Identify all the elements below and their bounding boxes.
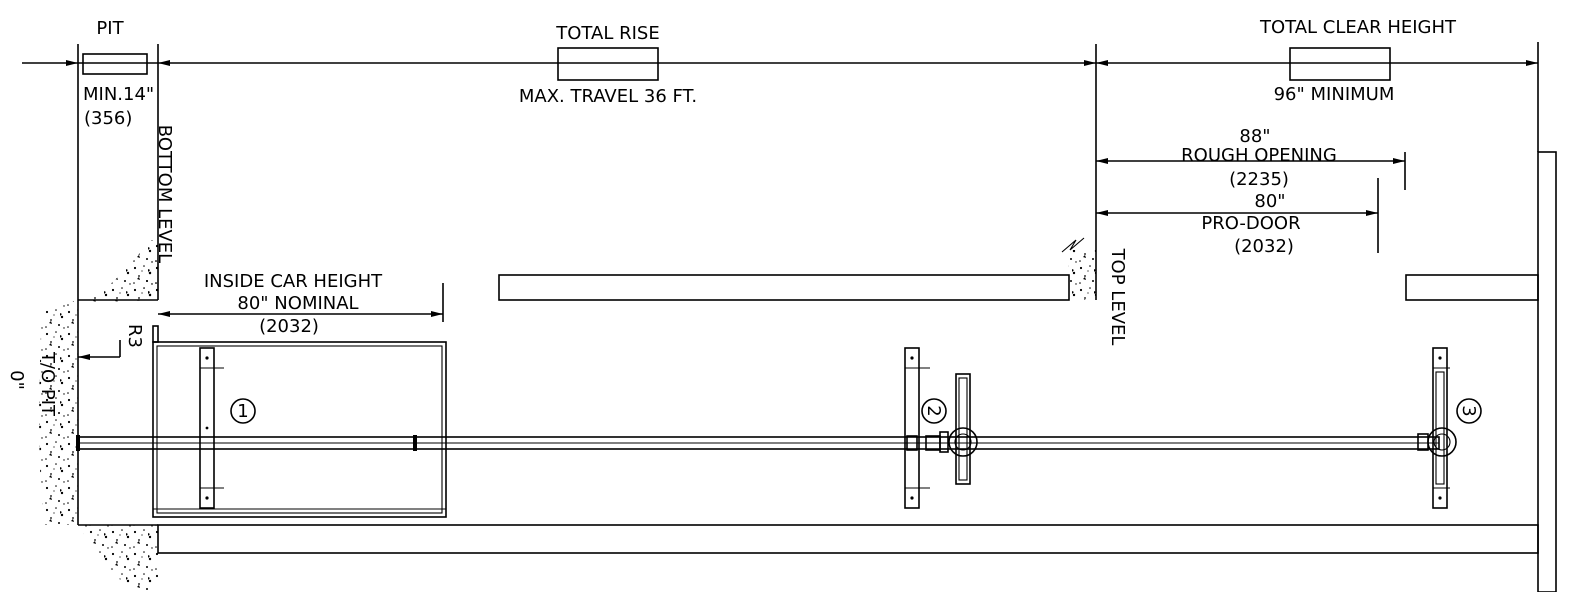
pit-label: PIT xyxy=(96,18,124,39)
opening-dimensions xyxy=(1096,152,1406,253)
callout-1-circle xyxy=(230,398,256,424)
total-rise-label: TOTAL RISE xyxy=(555,23,659,44)
right-wall xyxy=(1537,151,1557,592)
callout-3-label: 3 xyxy=(1458,405,1479,416)
total-clear-height-label: TOTAL CLEAR HEIGHT xyxy=(1259,17,1457,38)
end-assembly xyxy=(1417,347,1457,509)
max-travel-value: MAX. TRAVEL 36 FT. xyxy=(519,86,697,107)
pro-door-label: PRO-DOOR xyxy=(1201,213,1300,234)
drive-assembly xyxy=(904,347,978,509)
lower-floor-slab xyxy=(157,524,1539,554)
pro-door-metric: (2032) xyxy=(1234,236,1294,257)
pit-level-value: 0" xyxy=(6,370,27,390)
upper-right-slab xyxy=(1405,274,1539,301)
callouts: 1 2 3 xyxy=(230,398,1482,424)
pit-metric: (356) xyxy=(84,108,132,129)
callout-1-label: 1 xyxy=(237,401,248,422)
top-level-label: TOP LEVEL xyxy=(1107,248,1128,346)
rough-opening-value: 88" xyxy=(1239,126,1270,147)
inside-car-height-label: INSIDE CAR HEIGHT xyxy=(204,271,383,292)
guide-rail xyxy=(76,435,1440,451)
pit-min-value: MIN.14" xyxy=(83,84,154,105)
top-dimension-line xyxy=(22,47,1538,81)
bottom-level-label: BOTTOM LEVEL xyxy=(154,125,175,263)
slab-hatching xyxy=(157,151,1557,592)
callout-3-circle xyxy=(1456,398,1482,424)
inside-car-height-value: 80" NOMINAL xyxy=(237,293,358,314)
pro-door-value: 80" xyxy=(1254,191,1285,212)
concrete-fill xyxy=(39,240,1096,590)
callout-2-label: 2 xyxy=(923,405,944,416)
rough-opening-metric: (2235) xyxy=(1229,169,1289,190)
upper-floor-slab xyxy=(498,274,1070,301)
inside-car-height-metric: (2032) xyxy=(259,316,319,337)
elevator-car xyxy=(152,325,447,518)
callout-2-circle xyxy=(921,398,947,424)
r3-label: R3 xyxy=(124,324,145,348)
rough-opening-label: ROUGH OPENING xyxy=(1181,145,1337,166)
pit-level-label: T/O PIT xyxy=(37,351,58,417)
clear-height-value: 96" MINIMUM xyxy=(1274,84,1395,105)
car-height-dimension xyxy=(158,283,444,322)
r3-arrow xyxy=(78,340,121,360)
